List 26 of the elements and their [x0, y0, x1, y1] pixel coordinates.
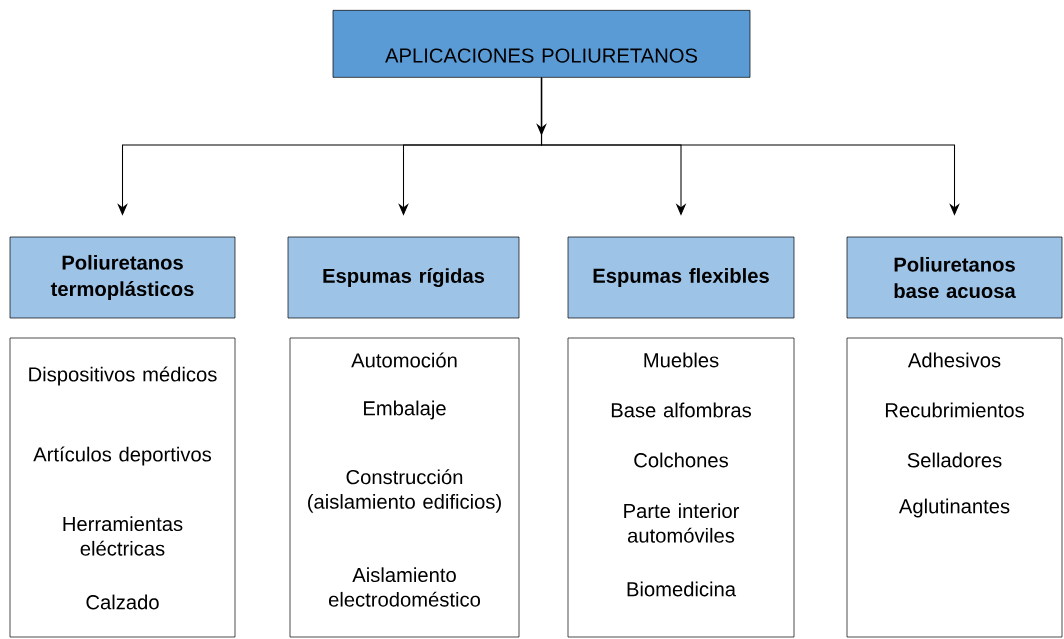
list-item: Parte interior automóviles — [624, 503, 740, 543]
list-item: Aislamiento electrodoméstico — [329, 567, 480, 607]
list-item: Adhesivos — [907, 352, 1001, 368]
list-item: Calzado — [86, 594, 159, 610]
list-item: Colchones — [634, 452, 728, 468]
list-item: Aglutinantes — [898, 498, 1010, 518]
list-item: Dispositivos médicos — [29, 366, 217, 386]
list-item: Construcción (aislamiento edificios) — [308, 469, 501, 513]
list-box — [9, 337, 236, 638]
list-item: Muebles — [644, 352, 719, 368]
list-item: Selladores — [907, 452, 1002, 468]
list-box — [846, 337, 1063, 638]
list-item: Biomedicina — [627, 581, 737, 597]
list-item: Embalaje — [364, 400, 446, 420]
list-item: Automoción — [351, 352, 457, 368]
list-item: Recubrimientos — [885, 402, 1024, 418]
category-box: Poliuretanos termoplásticos — [9, 236, 236, 319]
list-box — [289, 337, 520, 638]
category-box: Poliuretanos base acuosa — [846, 236, 1063, 319]
list-item: Artículos deportivos — [33, 446, 212, 466]
title-box: APLICACIONES POLIURETANOS — [332, 10, 751, 78]
list-item: Base alfombras — [611, 402, 751, 418]
list-item: Herramientas eléctricas — [63, 516, 183, 556]
list-box — [567, 337, 795, 638]
category-box: Espumas rígidas — [287, 236, 520, 319]
category-box: Espumas flexibles — [567, 236, 795, 319]
